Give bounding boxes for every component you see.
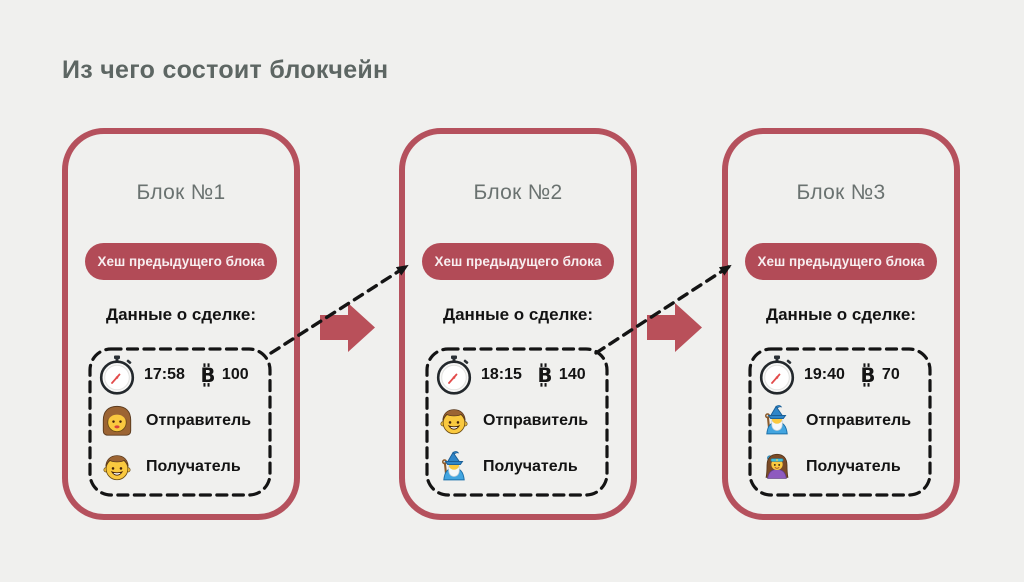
stopwatch-icon	[758, 355, 796, 395]
man-icon	[437, 404, 471, 438]
bitcoin-icon: B	[198, 363, 215, 387]
block-title: Блок №2	[473, 181, 563, 204]
sender-label: Отправитель	[483, 412, 589, 429]
svg-text:B: B	[200, 364, 214, 387]
tx-sender-row: Отправитель	[758, 401, 928, 441]
block-card-3: Блок №3 Хеш предыдущего блока Данные о с…	[722, 128, 960, 520]
block-card-1: Блок №1 Хеш предыдущего блока Данные о с…	[62, 128, 300, 520]
woman-icon	[100, 404, 134, 438]
man-icon	[100, 450, 134, 484]
tx-receiver-row: Получатель	[435, 447, 605, 487]
bitcoin-icon: B	[858, 363, 875, 387]
tx-time-row: 17:58 B 100	[98, 355, 268, 395]
transaction-box: 17:58 B 100	[88, 347, 272, 497]
stopwatch-icon	[98, 355, 136, 395]
sorceress-icon	[760, 450, 794, 484]
receiver-label: Получатель	[806, 458, 901, 475]
tx-time: 17:58	[144, 366, 185, 383]
tx-sender-row: Отправитель	[435, 401, 605, 441]
previous-hash-pill: Хеш предыдущего блока	[745, 243, 937, 280]
stopwatch-icon	[435, 355, 473, 395]
tx-receiver-row: Получатель	[98, 447, 268, 487]
tx-time-row: 19:40 B 70	[758, 355, 928, 395]
block-card-2: Блок №2 Хеш предыдущего блока Данные о с…	[399, 128, 637, 520]
tx-receiver-row: Получатель	[758, 447, 928, 487]
transaction-box: 19:40 B 70	[748, 347, 932, 497]
tx-time: 19:40	[804, 366, 845, 383]
transaction-box: 18:15 B 140	[425, 347, 609, 497]
tx-amount: 70	[881, 366, 900, 383]
block-title: Блок №1	[136, 181, 226, 204]
wizard-icon	[760, 404, 794, 438]
wizard-icon	[437, 450, 471, 484]
page-title: Из чего состоит блокчейн	[62, 56, 389, 84]
deal-data-label: Данные о сделке:	[442, 305, 594, 324]
tx-amount: 100	[221, 366, 249, 383]
tx-amount: 140	[558, 366, 586, 383]
sender-label: Отправитель	[146, 412, 252, 429]
receiver-label: Получатель	[146, 458, 241, 475]
svg-text:B: B	[860, 364, 874, 387]
previous-hash-pill: Хеш предыдущего блока	[422, 243, 614, 280]
bitcoin-icon: B	[535, 363, 552, 387]
tx-time: 18:15	[481, 366, 522, 383]
previous-hash-pill: Хеш предыдущего блока	[85, 243, 277, 280]
receiver-label: Получатель	[483, 458, 578, 475]
deal-data-label: Данные о сделке:	[765, 305, 917, 324]
deal-data-label: Данные о сделке:	[105, 305, 257, 324]
tx-time-row: 18:15 B 140	[435, 355, 605, 395]
solid-right-arrow-icon	[320, 303, 375, 352]
solid-right-arrow-icon	[647, 303, 702, 352]
block-title: Блок №3	[796, 181, 886, 204]
sender-label: Отправитель	[806, 412, 912, 429]
svg-text:B: B	[537, 364, 551, 387]
tx-sender-row: Отправитель	[98, 401, 268, 441]
